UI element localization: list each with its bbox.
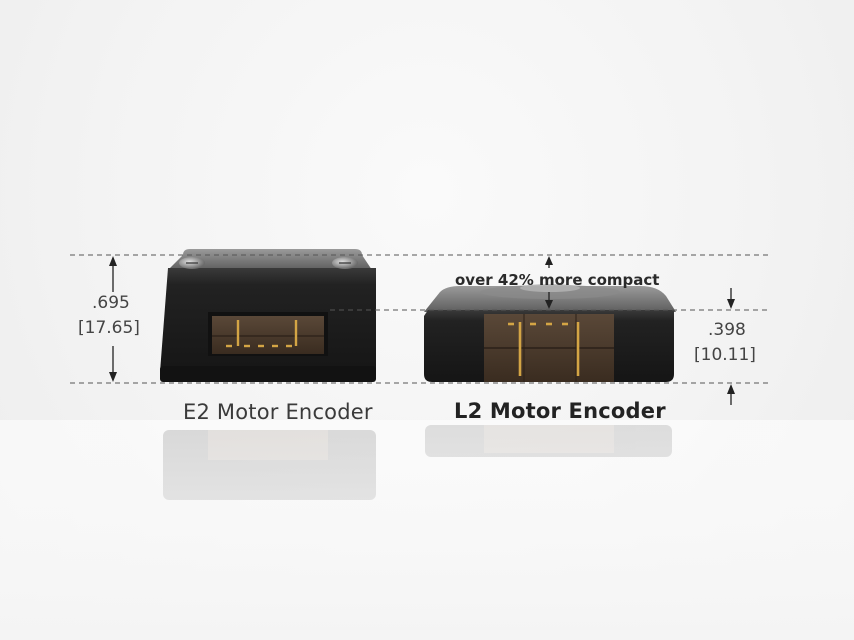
- reflection-fade: [0, 420, 854, 640]
- e2-product-name: E2 Motor Encoder: [183, 400, 373, 424]
- dimension-lines: [70, 254, 770, 384]
- compact-note: over 42% more compact: [455, 271, 660, 289]
- compact-difference-arrow: [545, 256, 553, 309]
- e2-height-mm: [17.65]: [78, 318, 140, 338]
- e2-height-inches: .695: [92, 293, 130, 313]
- connector-pins: [226, 320, 298, 348]
- l2-height-mm: [10.11]: [694, 345, 756, 365]
- screw-icon: [332, 257, 358, 269]
- e2-height-arrow: [109, 256, 117, 382]
- l2-height-inches: .398: [708, 320, 746, 340]
- e2-encoder: [160, 249, 376, 382]
- l2-product-name: L2 Motor Encoder: [454, 399, 666, 423]
- l2-height-arrow: [727, 288, 735, 405]
- screw-icon: [179, 257, 205, 269]
- l2-encoder: [424, 284, 676, 382]
- connector-pins: [508, 322, 580, 376]
